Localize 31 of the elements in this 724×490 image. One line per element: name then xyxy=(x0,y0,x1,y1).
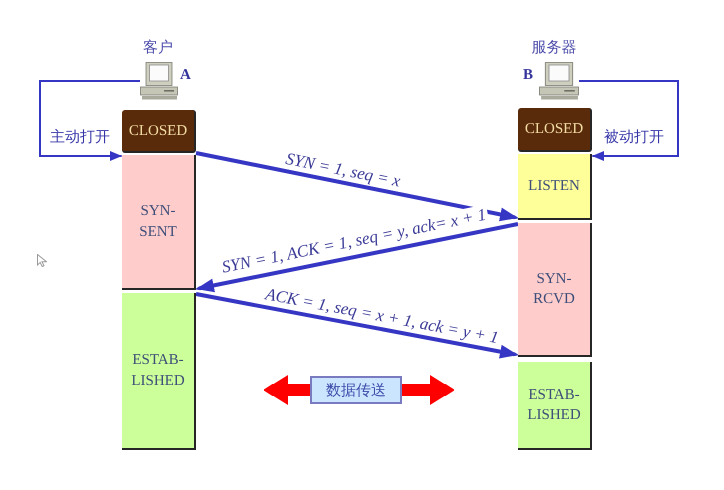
host-letter: B xyxy=(522,66,533,84)
edge-label: 主动打开 xyxy=(48,128,112,146)
edge-label: 被动打开 xyxy=(602,128,666,146)
computer-caption: 服务器 xyxy=(532,38,576,56)
state-box xyxy=(518,362,592,450)
state-label: SYN- RCVD xyxy=(532,270,576,309)
transfer-label: 数据传送 xyxy=(326,381,386,399)
state-box xyxy=(122,293,196,450)
computer-icon xyxy=(539,62,579,100)
arrow xyxy=(196,151,518,222)
state-box xyxy=(518,223,592,357)
state-label: ESTAB- LISHED xyxy=(526,386,582,425)
arrow xyxy=(402,375,454,405)
state-box xyxy=(122,155,196,290)
state-box xyxy=(518,108,592,152)
computer-caption: 客户 xyxy=(143,38,173,56)
state-label: CLOSED xyxy=(524,120,584,138)
arrow xyxy=(39,80,140,161)
state-label: CLOSED xyxy=(128,122,188,140)
state-box xyxy=(122,110,196,153)
arrow xyxy=(196,292,518,359)
host-letter: A xyxy=(180,66,191,84)
state-label: ESTAB- LISHED xyxy=(130,351,186,390)
arrow xyxy=(264,375,310,405)
state-label: LISTEN xyxy=(527,176,581,196)
state-label: SYN- SENT xyxy=(138,202,178,242)
state-box xyxy=(518,154,592,220)
computer-icon xyxy=(140,62,178,100)
arrow xyxy=(579,80,679,161)
label-box xyxy=(310,376,402,404)
arrow xyxy=(196,222,518,292)
